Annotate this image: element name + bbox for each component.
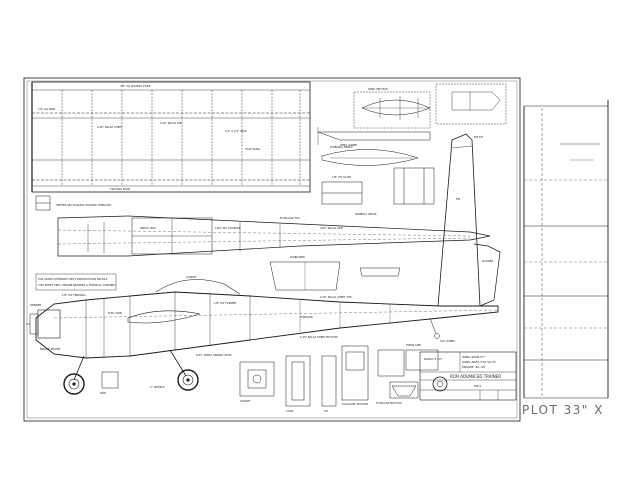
label-wing-te: TRAILING EDGE	[110, 187, 130, 191]
bottom-details	[101, 345, 439, 407]
label-wing-top-edge: 3/8" SQ LEADING EDGE	[120, 84, 151, 88]
wing-tip-detail	[35, 195, 51, 211]
label-fuse-doubler: 1/64" PLY DOUBLER	[215, 226, 241, 230]
label-fin: FIN	[456, 197, 460, 201]
label-tank: FUEL TANK	[108, 311, 122, 315]
label-wing-rib: 1/16" BALSA RIB	[160, 121, 182, 125]
label-wing-sheet: 1/16" BALSA SHEET	[97, 125, 123, 129]
rcm-logo	[432, 376, 448, 392]
label-rudder: RUDDER	[482, 259, 493, 263]
label-wing-le: 1/4" SQ SPAR	[38, 107, 56, 111]
label-tail-wheel: TAIL WHEEL	[440, 339, 456, 343]
fuselage-top-view	[57, 215, 491, 257]
label-half-wing: HALF WING	[245, 147, 260, 151]
right-side-view	[523, 100, 609, 399]
label-firewall: 1/8" PLY FIREWALL	[62, 293, 87, 297]
label-fuse-bottom: FUSELAGE BOTTOM	[376, 401, 402, 405]
subtitle-text: MK II	[474, 384, 481, 388]
label-spinner: SPINNER	[30, 303, 41, 307]
airplane-side-view	[26, 133, 501, 381]
main-wheel-rear	[177, 369, 199, 391]
note-box	[35, 273, 117, 291]
label-wing-section: WING SECTION	[368, 87, 388, 91]
label-ply-plate: 1/8" PLY PLATE	[332, 175, 351, 179]
ply-plate-detail	[321, 167, 435, 205]
label-cowl: COWL	[286, 409, 294, 413]
label-hinge: HINGE LINE	[406, 343, 421, 347]
title-text: RCM ADVANCED TRAINER	[450, 374, 501, 379]
label-wheels: 2" WHEELS	[150, 385, 165, 389]
label-fuse-top: FUSELAGE TOP	[280, 216, 300, 220]
spec-wing-span: WING SPAN 57"	[462, 355, 486, 359]
note-main-text: THIS SHEET SPEC. ENGINE BEARERS & FIREWA…	[38, 283, 116, 287]
note-box-text: FOR ADDED STRENGTH SEE CONSTRUCTION ARTI…	[38, 277, 108, 281]
sheet-inner-border	[26, 80, 518, 419]
label-landing-gear: 5/32" WIRE LANDING GEAR	[196, 353, 232, 357]
wing-plan-view	[31, 81, 311, 193]
sheet-border	[23, 77, 521, 422]
spec-engine: ENGINE .40-.45	[462, 365, 485, 369]
label-sheet-top: 1/16" BALSA SHEET TOP	[320, 295, 352, 299]
label-canopy: CANOPY	[186, 275, 197, 279]
wing-section-detail	[317, 91, 431, 145]
label-sheet-bottom: 1/16" BALSA SHEET BOTTOM	[300, 335, 338, 339]
label-general-detail: GENERAL DETAIL	[355, 212, 378, 216]
label-gusset: GUSSET	[240, 399, 251, 403]
label-stab-tip: TIP	[324, 409, 328, 413]
wing-joiner-detail	[321, 149, 419, 166]
label-fuse-former: 1/8" PLY FORMER	[214, 301, 236, 305]
main-wheel-front	[63, 373, 85, 395]
label-fin-tip: FIN TIP	[474, 135, 483, 139]
label-stab: STABILIZER	[290, 255, 305, 259]
label-wing-joiner: WING JOINER	[340, 143, 357, 147]
stabilizer-detail	[269, 261, 401, 291]
label-engine-mount: ENGINE MOUNT	[40, 347, 61, 351]
label-dihedral: DIHEDRAL BRACE	[330, 145, 353, 149]
top-right-detail	[435, 83, 507, 125]
label-wing-spar: 1/4" X 1/2" SPAR	[225, 129, 247, 133]
label-center-section: CENTER SECTION RIB HOLDING TEMPLATE	[56, 203, 111, 207]
label-servo-tray: SERVO TRAY	[140, 226, 156, 230]
plot-label: PLOT 33" X	[522, 403, 604, 417]
label-tailplane-section: TAILPLANE SECTION	[342, 402, 368, 406]
label-fuse-side: 3/32" BALSA SIDE	[320, 226, 344, 230]
label-skid: SKID	[100, 391, 106, 395]
label-pushrod: PUSHROD	[300, 315, 313, 319]
spec-radio: RADIO 4 CH	[424, 357, 442, 361]
spec-wing-area: WING AREA 570 SQ IN	[462, 360, 495, 364]
